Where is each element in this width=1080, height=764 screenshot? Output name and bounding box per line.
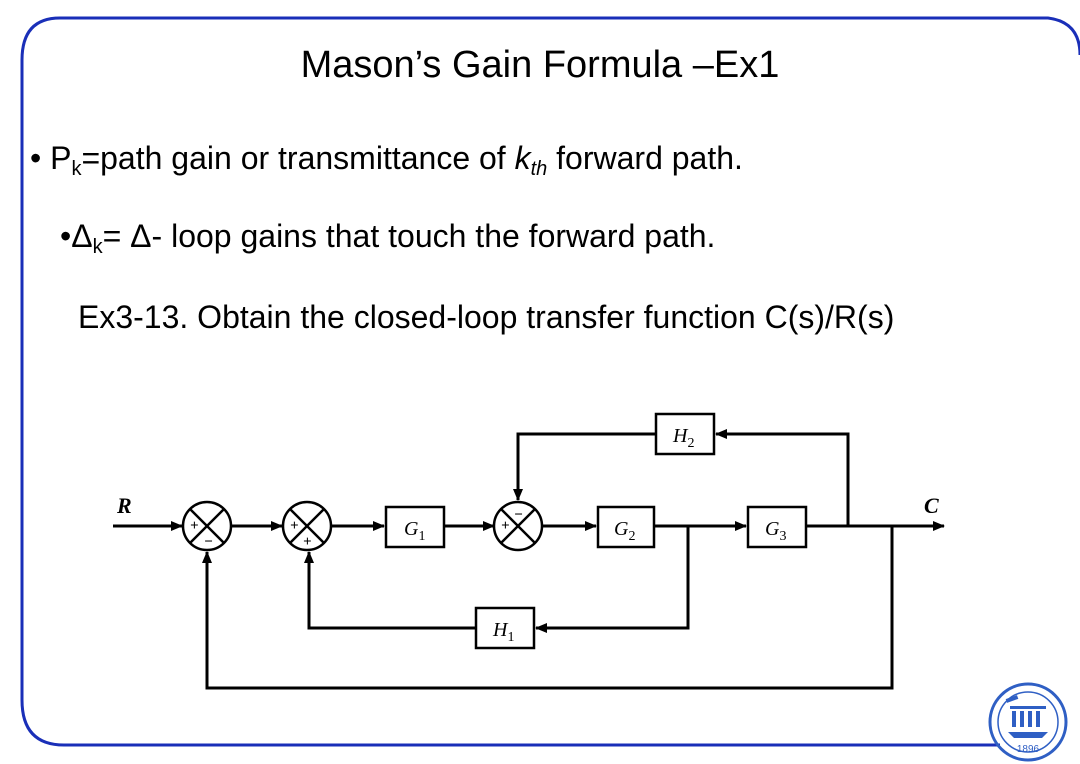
block-h1 <box>474 606 536 650</box>
bullet-text: = Δ- loop gains that touch the forward p… <box>102 218 716 254</box>
university-seal-icon: 1896 <box>988 682 1068 762</box>
bullet-symbol-subscript: k <box>92 236 103 258</box>
label-g3: G3 <box>765 518 786 544</box>
slide-title: Mason’s Gain Formula –Ex1 <box>300 44 780 86</box>
sign-sj1-input: + <box>190 518 199 534</box>
sign-sj2-input: + <box>290 518 299 534</box>
block-g1 <box>384 505 446 549</box>
bullet-italic-th: th <box>530 158 548 180</box>
block-g3 <box>746 505 808 549</box>
label-g1: G1 <box>404 518 425 544</box>
label-h2: H2 <box>672 425 694 451</box>
summing-junction-1 <box>181 500 233 552</box>
sign-sj2-feedback: + <box>303 534 312 550</box>
bullet-symbol: P <box>50 140 72 176</box>
wire-h2-in <box>715 429 850 526</box>
logo-year: 1896 <box>1017 744 1040 755</box>
bullet-symbol: Δ <box>71 218 93 254</box>
bullet-delta-k: •Δk= Δ- loop gains that touch the forwar… <box>60 218 715 259</box>
block-g2 <box>596 505 656 549</box>
wire-h2-out <box>513 432 656 501</box>
problem-statement: Ex3-13. Obtain the closed-loop transfer … <box>78 299 895 335</box>
bullet-symbol-subscript: k <box>71 158 82 180</box>
wire-unity-feedback <box>202 526 894 690</box>
sign-sj1-feedback: − <box>204 534 213 550</box>
label-g2: G2 <box>614 518 635 544</box>
summing-junction-3 <box>492 500 544 552</box>
wire-h1-out <box>304 551 476 630</box>
sign-sj3-input: + <box>501 518 510 534</box>
bullet-path-gain: • Pk=path gain or transmittance of kth f… <box>30 140 743 181</box>
bullet-text: =path gain or transmittance of <box>81 140 515 176</box>
label-output-c: C <box>924 493 939 518</box>
wire-h1-in <box>535 526 690 633</box>
bullet-text-end: forward path. <box>547 140 743 176</box>
bullet-marker: • <box>60 218 72 254</box>
label-input-r: R <box>116 493 132 518</box>
sign-sj3-feedback: − <box>514 507 523 523</box>
block-h2 <box>654 412 716 456</box>
summing-junction-2 <box>281 500 333 552</box>
bullet-italic-k: k <box>514 140 531 176</box>
label-h1: H1 <box>492 619 514 645</box>
bullet-marker: • <box>30 140 42 176</box>
